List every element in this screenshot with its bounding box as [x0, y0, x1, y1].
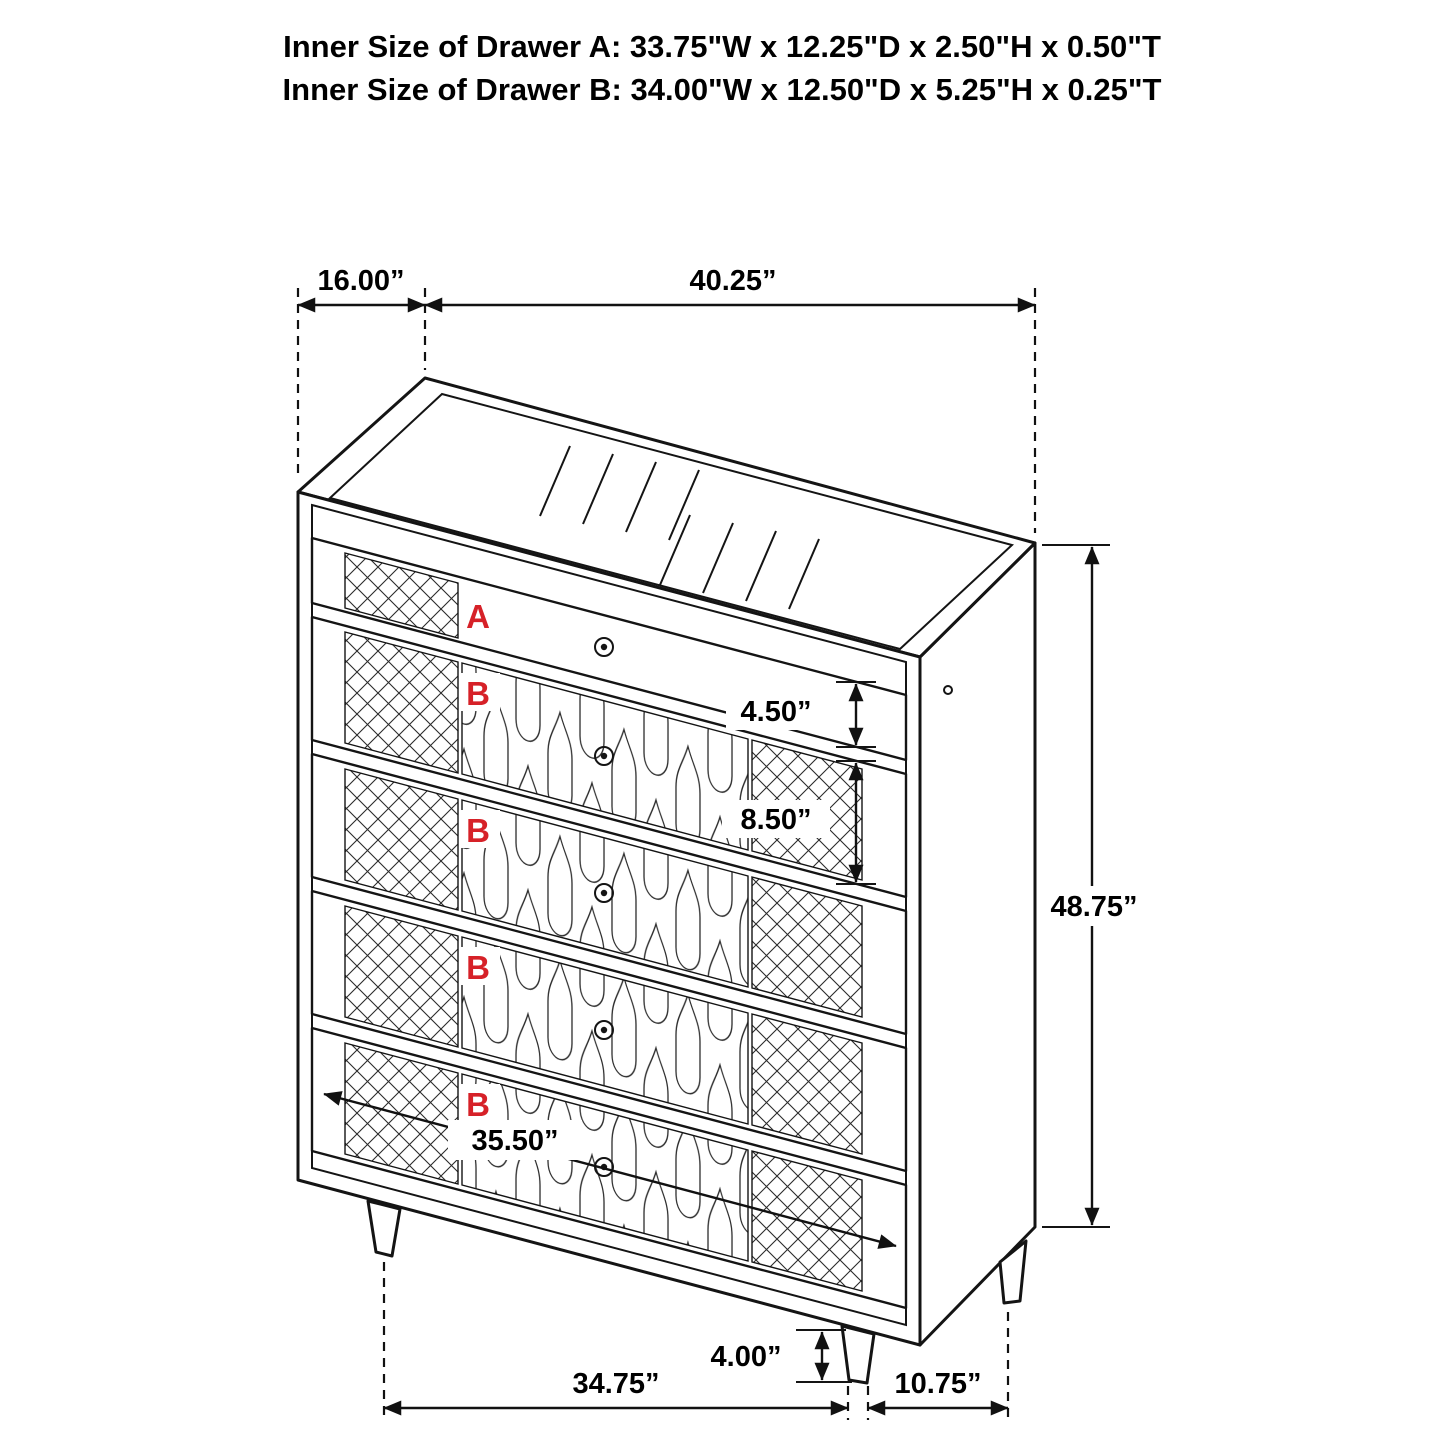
front-right-leg [840, 1324, 876, 1385]
dimensions-top: 16.00” 40.25” [296, 265, 1037, 533]
front-left-leg [366, 1199, 402, 1258]
drawer-b3-label: B [466, 949, 490, 986]
dim-overall-height-group: 48.75” [1040, 544, 1148, 1228]
drawer-b3-left-lattice [344, 905, 459, 1048]
dim-drawer-width: 35.50” [471, 1125, 558, 1157]
dim-leg-height: 4.00” [711, 1341, 782, 1373]
dim-base-width: 34.75” [572, 1368, 659, 1400]
dim-drawer-a-height-bg [726, 692, 826, 730]
dimensions-bottom: 34.75” 10.75” [382, 1262, 1010, 1420]
drawer-b2-label: B [466, 812, 490, 849]
drawer-b1-knob [594, 746, 614, 766]
back-right-leg [998, 1239, 1028, 1305]
chest-drawing: A B B [296, 376, 1037, 1385]
title-line-2: Inner Size of Drawer B: 34.00"W x 12.50"… [283, 72, 1162, 107]
dim-base-depth: 10.75” [894, 1368, 981, 1400]
drawer-a-label: A [466, 598, 490, 635]
dim-leg-height-bg [698, 1337, 794, 1375]
drawer-b1-left-lattice [344, 631, 459, 774]
title-line-1: Inner Size of Drawer A: 33.75"W x 12.25"… [283, 29, 1161, 64]
chest-top-mirror-panel [327, 392, 1015, 651]
dim-overall-height: 48.75” [1050, 891, 1137, 923]
dim-leg-height-group: 4.00” [698, 1329, 852, 1383]
drawer-b3-knob [594, 1020, 614, 1040]
drawer-b2-label-bg [460, 810, 500, 848]
side-keyhole-dot [943, 685, 953, 695]
drawer-b4-label: B [466, 1086, 490, 1123]
dim-drawer-width-bg [448, 1120, 582, 1160]
dim-drawer-a-height: 4.50” [741, 696, 812, 728]
dim-drawer-b-height-bg [722, 800, 830, 838]
dim-line-drawer-width [323, 1091, 897, 1249]
drawer-b2: B [310, 752, 908, 1036]
dim-overall-height-bg [1040, 886, 1148, 926]
drawer-b2-knob [594, 883, 614, 903]
dim-drawer-width-group: 35.50” [323, 1091, 897, 1249]
chest-side-panel [918, 541, 1037, 1347]
drawer-b1-label: B [466, 675, 490, 712]
dim-top-depth: 16.00” [317, 265, 404, 297]
drawer-a-left-lattice [344, 552, 459, 639]
dim-drawer-b-height-group: 8.50” [722, 760, 876, 885]
drawer-b3-label-bg [460, 947, 500, 985]
drawer-b1-label-bg [460, 673, 500, 711]
drawer-a-knob [594, 637, 614, 657]
dim-drawer-a-height-group: 4.50” [726, 681, 876, 748]
dim-top-width: 40.25” [689, 265, 776, 297]
dim-drawer-b-height: 8.50” [741, 804, 812, 836]
mirror-shine-lines [539, 445, 820, 610]
drawer-b2-left-lattice [344, 768, 459, 911]
drawer-a-label-bg [460, 596, 500, 634]
drawer-b2-right-lattice [751, 876, 863, 1018]
